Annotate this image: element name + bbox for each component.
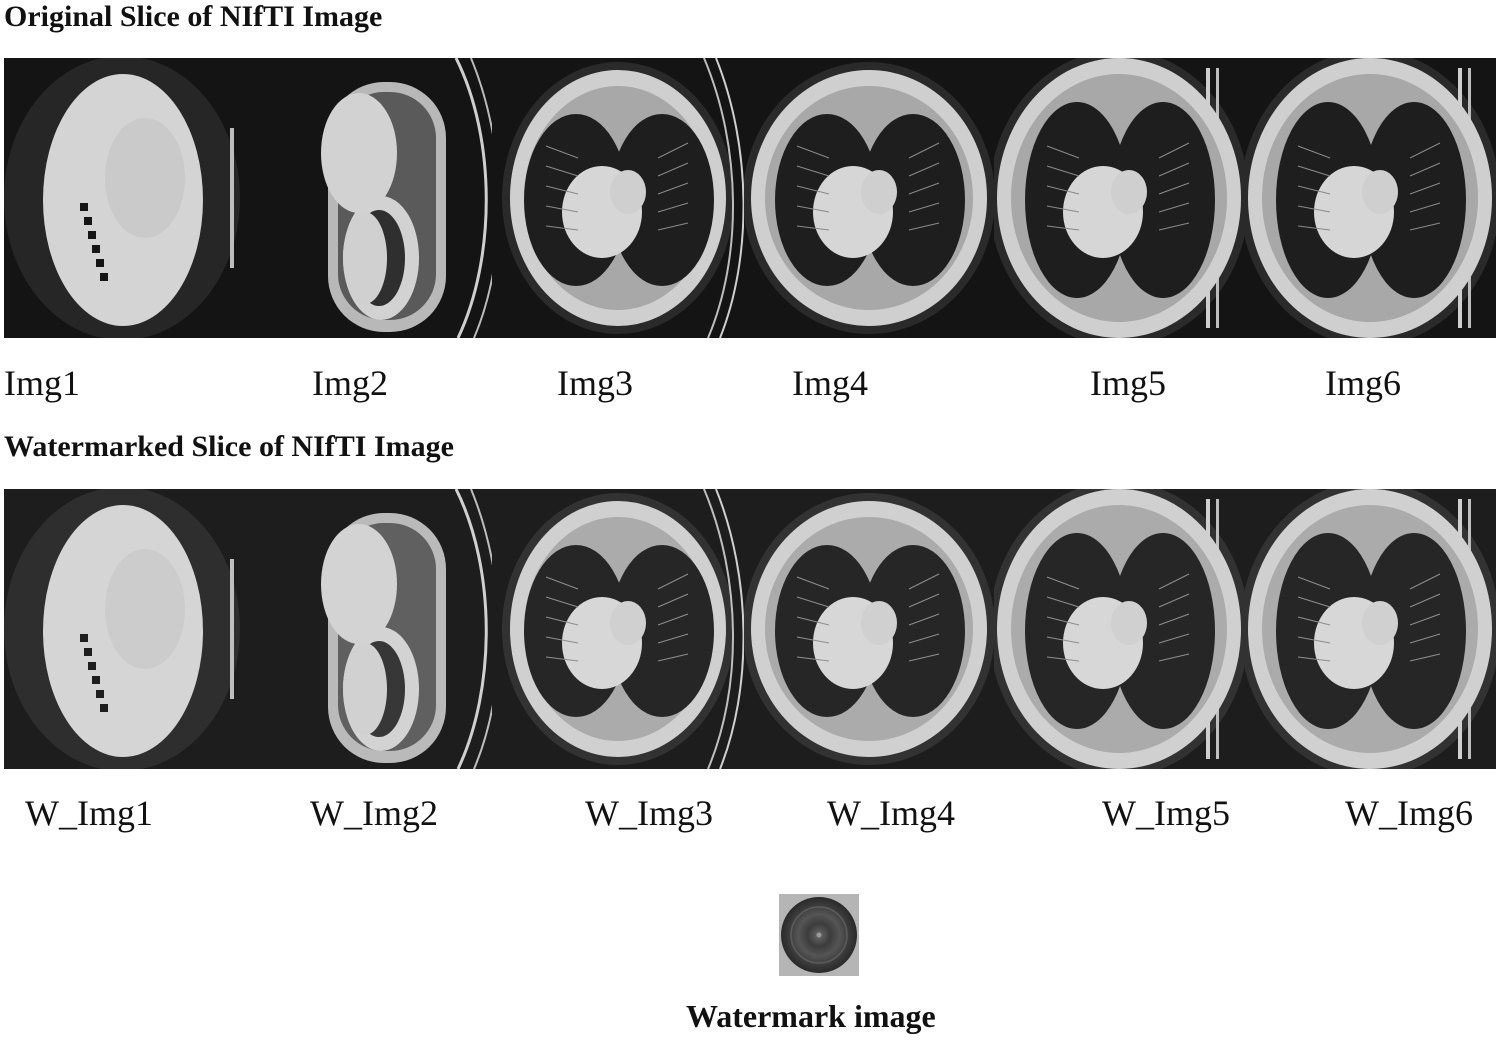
original-slice-5 (994, 58, 1244, 338)
watermarked-label-3: W_Img3 (585, 793, 713, 833)
watermarked-slice-5 (994, 489, 1244, 769)
watermarked-label-5: W_Img5 (1102, 793, 1230, 833)
original-slice-4 (744, 58, 994, 338)
original-slices-strip (4, 58, 1496, 338)
watermark-graphic (779, 894, 859, 976)
original-label-1: Img1 (4, 363, 80, 403)
original-label-5: Img5 (1090, 363, 1166, 403)
watermarked-label-2: W_Img2 (310, 793, 438, 833)
watermark-caption: Watermark image (686, 998, 936, 1034)
watermark-image (779, 894, 859, 976)
watermarked-label-4: W_Img4 (827, 793, 955, 833)
original-slice-2 (246, 58, 492, 338)
watermarked-slice-4 (744, 489, 994, 769)
original-label-4: Img4 (792, 363, 868, 403)
watermarked-slice-2 (246, 489, 492, 769)
watermarked-slice-6 (1244, 489, 1496, 769)
original-section-title: Original Slice of NIfTI Image (4, 0, 383, 33)
original-label-2: Img2 (312, 363, 388, 403)
watermarked-label-6: W_Img6 (1345, 793, 1473, 833)
watermarked-slice-3 (492, 489, 744, 769)
original-label-3: Img3 (557, 363, 633, 403)
watermarked-label-1: W_Img1 (25, 793, 153, 833)
watermarked-slices-strip (4, 489, 1496, 769)
watermarked-slice-1 (4, 489, 246, 769)
original-slice-1 (4, 58, 246, 338)
watermarked-section-title: Watermarked Slice of NIfTI Image (4, 430, 454, 463)
original-label-6: Img6 (1325, 363, 1401, 403)
original-slice-6 (1244, 58, 1496, 338)
original-slice-3 (492, 58, 744, 338)
